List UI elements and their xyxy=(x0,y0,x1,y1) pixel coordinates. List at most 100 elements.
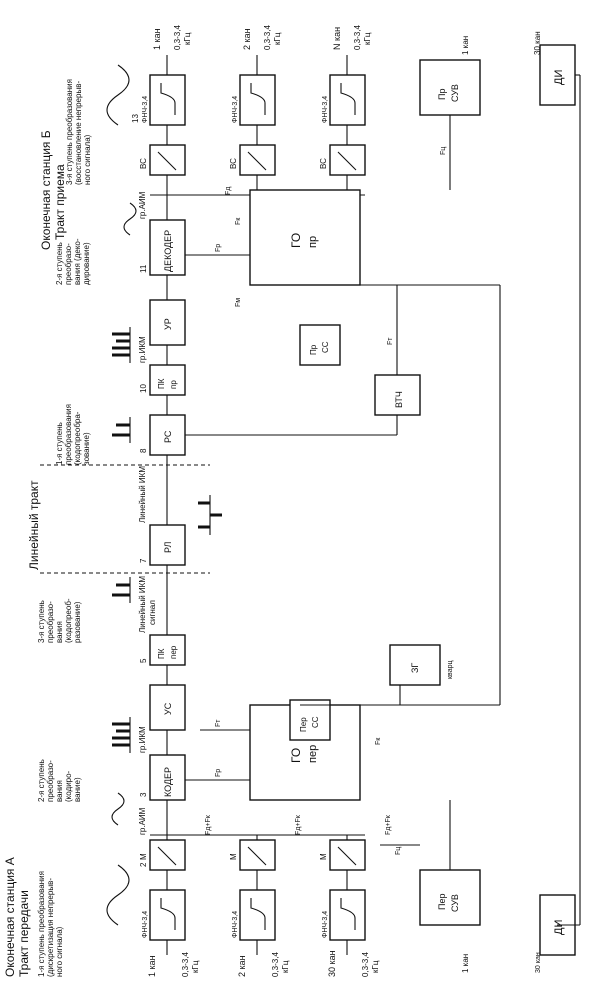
di-b-label: ДИ xyxy=(553,70,565,85)
pulse-train-icon xyxy=(112,577,131,603)
band-label: 0,3-3,4 xyxy=(181,952,190,977)
band-label: 0,3-3,4 xyxy=(263,25,272,50)
svg-text:(кодиро-: (кодиро- xyxy=(64,770,73,802)
band-unit: кГц xyxy=(281,960,290,973)
modulator-label: М xyxy=(229,853,238,860)
rl-label: РЛ xyxy=(163,542,173,553)
node-number: 7 xyxy=(139,558,148,563)
node-number: 13 xyxy=(131,114,140,123)
band-unit: кГц xyxy=(371,960,380,973)
vs-block-1 xyxy=(149,144,186,176)
suv-channel-1-label: 1 кан xyxy=(461,954,470,973)
freq-label: Fд xyxy=(225,187,232,195)
modulator-label: М xyxy=(319,853,328,860)
rx-suv-channel-30-label: 30 кан xyxy=(533,31,542,55)
freq-label: Fд+Fк xyxy=(295,814,302,835)
go-pr-block xyxy=(249,189,361,286)
freq-label: Fр xyxy=(215,769,222,777)
vs-label: ВС xyxy=(319,158,328,169)
pulse-train-icon xyxy=(112,327,131,363)
modulator-label: М xyxy=(139,853,148,860)
filter-icon xyxy=(160,83,176,115)
gr-ikm-tx-label: гр.ИКМ xyxy=(138,726,147,753)
modulator-tx-1 xyxy=(149,839,186,871)
gr-ikm-rx-label: гр.ИКМ xyxy=(138,336,147,363)
filter-icon xyxy=(340,898,356,930)
go-per-label: ГО xyxy=(289,748,303,763)
lowpass-filter-rx-1 xyxy=(149,74,186,126)
di-a-label: ДИ xyxy=(553,920,565,935)
freq-label: Fт xyxy=(387,337,394,345)
svg-text:(кодопреобра-: (кодопреобра- xyxy=(73,411,82,465)
zg-block xyxy=(389,644,441,686)
go-per-label: пер xyxy=(307,745,319,763)
vs-block-2 xyxy=(239,144,276,176)
rx-channel-1-label: 1 кан xyxy=(152,28,162,50)
pk-per-label: ПК xyxy=(157,648,166,659)
vtch-label: ВТЧ xyxy=(394,391,404,408)
band-label: 0,3-3,4 xyxy=(353,25,362,50)
pr-suv-label: Пр xyxy=(437,89,447,100)
per-ss-label: СС xyxy=(311,716,320,728)
modulator-tx-2 xyxy=(239,839,276,871)
lowpass-filter-tx-2 xyxy=(239,889,276,941)
freq-label: Fт xyxy=(215,719,222,727)
svg-text:ного сигнала): ного сигнала) xyxy=(83,134,92,185)
pr-ss-label: СС xyxy=(321,341,330,353)
suv-channel-30-label: 30 кан xyxy=(535,952,542,973)
stage-rx2: 2-я ступень преобразо- вания (деко- диро… xyxy=(55,238,91,285)
channel-1-label: 1 кан xyxy=(147,955,157,977)
rx-channel-n-label: N кан xyxy=(332,27,342,50)
freq-label: Fк xyxy=(235,217,242,225)
svg-text:дирование): дирование) xyxy=(82,242,91,285)
stage-tx2: 2-я ступень преобразо- вания (кодиро- ва… xyxy=(37,759,82,802)
band-unit: кГц xyxy=(183,32,192,45)
pk-per-block xyxy=(149,634,186,666)
switch-icon xyxy=(157,846,177,866)
band-label: 0,3-3,4 xyxy=(173,25,182,50)
svg-text:2-я ступень: 2-я ступень xyxy=(55,242,64,285)
lowpass-filter-tx-30 xyxy=(329,889,366,941)
pk-per-label: пер xyxy=(169,645,178,659)
lowpass-filter-label: ФНЧ-3,4 xyxy=(232,911,239,938)
modulator-tx-30 xyxy=(329,839,366,871)
lowpass-filter-rx-2 xyxy=(239,74,276,126)
go-pr-label: ГО xyxy=(289,233,303,248)
lowpass-filter-label: ФНЧ-3,4 xyxy=(322,96,329,123)
bipolar-pulse-icon xyxy=(198,495,222,535)
svg-text:вания (деко-: вания (деко- xyxy=(73,238,82,285)
filter-icon xyxy=(340,83,356,115)
band-label: 0,3-3,4 xyxy=(361,952,370,977)
lin-ikm-label: Линейный ИКМ xyxy=(138,576,147,633)
stage-rx3: 3-я ступень преобразования (восстановлен… xyxy=(65,79,92,185)
rx-suv-channel-1-label: 1 кан xyxy=(461,36,470,55)
pulse-train-icon xyxy=(112,717,131,753)
svg-text:вания: вания xyxy=(55,621,64,643)
filter-icon xyxy=(160,898,176,930)
switch-icon xyxy=(337,846,357,866)
band-unit: кГц xyxy=(191,960,200,973)
svg-text:преобразо-: преобразо- xyxy=(46,760,55,802)
rs-label: РС xyxy=(163,430,173,443)
stage-rx1: 1-я ступень преобразования (кодопреобра-… xyxy=(55,404,91,465)
pk-pr-label: пр xyxy=(169,380,178,389)
band-label: 0,3-3,4 xyxy=(271,952,280,977)
pk-pr-label: ПК xyxy=(157,378,166,389)
per-suv-label: СУВ xyxy=(450,894,460,912)
lowpass-filter-label: ФНЧ-3,4 xyxy=(322,911,329,938)
freq-label: Fд+Fк xyxy=(385,814,392,835)
line-path-title: Линейный тракт xyxy=(27,480,41,570)
station-a-title: Оконечная станция А xyxy=(3,857,17,977)
lowpass-filter-tx-1 xyxy=(149,889,186,941)
lowpass-filter-label: ФНЧ-3,4 xyxy=(142,911,149,938)
coder-label: КОДЕР xyxy=(163,767,173,797)
lowpass-filter-label: ФНЧ-3,4 xyxy=(142,96,149,123)
per-ss-block xyxy=(289,699,331,741)
freq-label: Fц xyxy=(440,147,447,155)
lin-ikm2-label: Линейный ИКМ xyxy=(138,466,147,523)
freq-label: Fд+Fк xyxy=(205,814,212,835)
switch-icon xyxy=(157,151,177,171)
gr-aim-rx-label: гр.АИМ xyxy=(138,191,147,219)
gr-aim-tx-label: гр.АИМ xyxy=(138,807,147,835)
lowpass-filter-rx-n xyxy=(329,74,366,126)
